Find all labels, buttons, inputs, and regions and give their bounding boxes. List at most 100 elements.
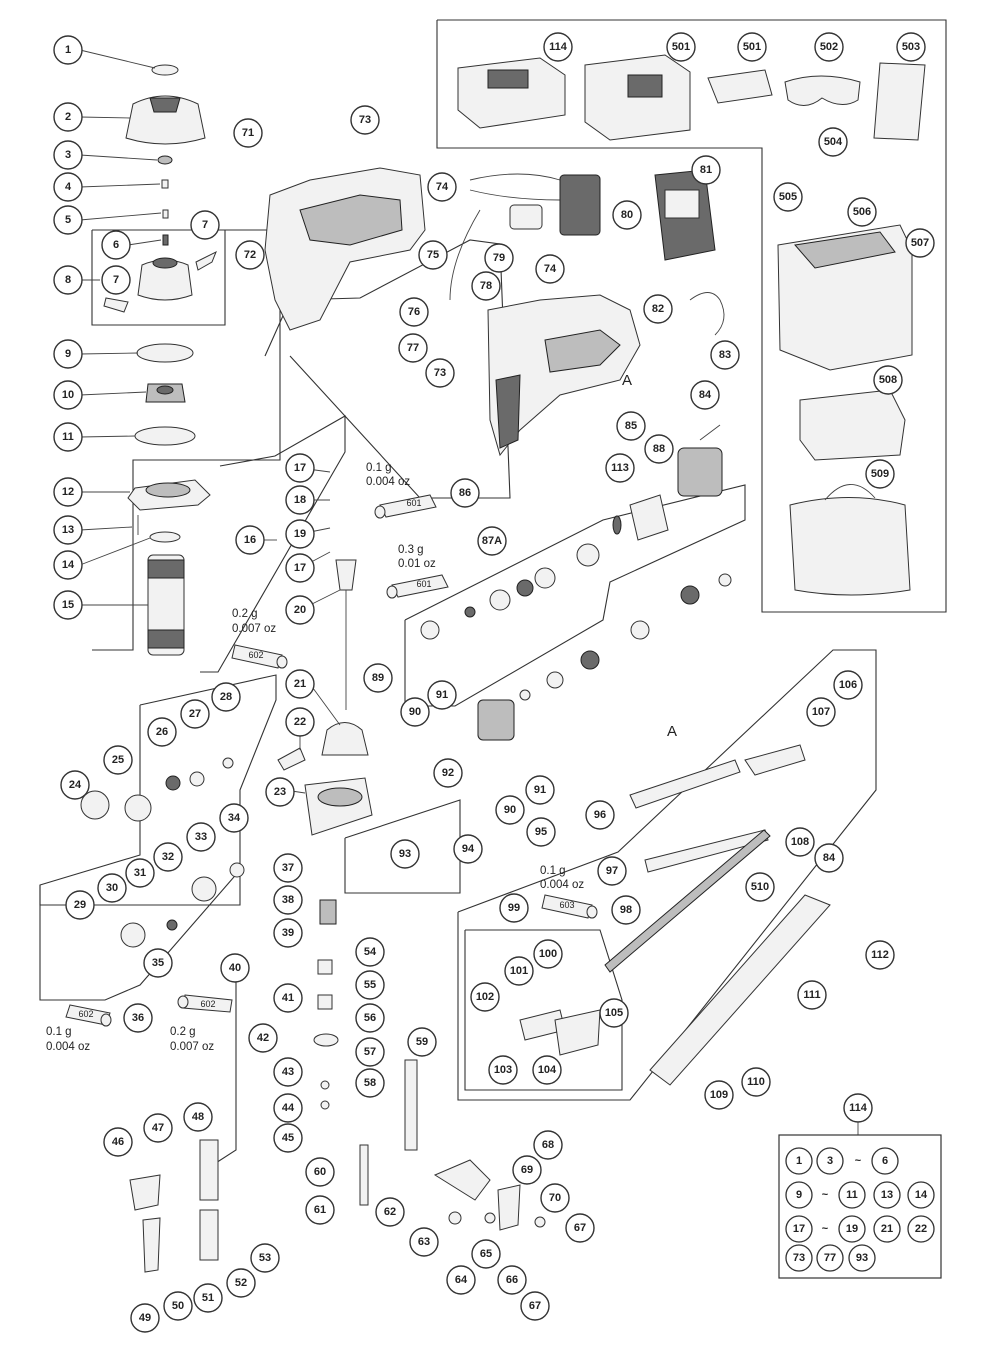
callout-label: 504 xyxy=(824,136,843,148)
grease-tubes: 601 601 602 602 602 603 xyxy=(65,494,598,1027)
callout-label: 27 xyxy=(189,708,201,720)
callout-bubble xyxy=(285,519,315,549)
callout-label: 9 xyxy=(65,348,71,360)
callout-51: 51 xyxy=(193,1283,223,1313)
callout-label: 507 xyxy=(911,237,929,249)
grease-tube-label: 603 xyxy=(559,900,574,910)
callout-91: 91 xyxy=(427,680,457,710)
set-item-bubble xyxy=(838,1215,866,1243)
callout-89: 89 xyxy=(363,663,393,693)
callout-bubble xyxy=(398,333,428,363)
callout-11: 11 xyxy=(53,422,83,452)
set-item-label: 13 xyxy=(881,1189,893,1201)
callout-84: 84 xyxy=(690,380,720,410)
grease-tube-602a: 602 xyxy=(231,644,288,669)
callout-label: 54 xyxy=(364,946,377,958)
callout-bubble xyxy=(470,982,500,1012)
callout-501: 501 xyxy=(737,32,767,62)
frame-gear-group xyxy=(39,674,277,906)
callout-bubble xyxy=(97,873,127,903)
callout-label: 4 xyxy=(65,181,72,193)
grease-note-5-oz: 0.007 oz xyxy=(170,1041,214,1053)
set-item-bubble xyxy=(873,1181,901,1209)
callout-26: 26 xyxy=(147,717,177,747)
callout-29: 29 xyxy=(65,890,95,920)
callout-bubble xyxy=(273,1093,303,1123)
contact-arm-part xyxy=(129,1139,219,1273)
callout-bubble xyxy=(504,956,534,986)
callout-bubble xyxy=(450,478,480,508)
callout-42: 42 xyxy=(248,1023,278,1053)
callout-label: 12 xyxy=(62,486,74,498)
grease-note-5-g: 0.2 g xyxy=(170,1026,196,1038)
callout-bubble xyxy=(355,970,385,1000)
callout-108: 108 xyxy=(785,827,815,857)
grease-tube-603: 603 xyxy=(541,894,598,919)
callout-24: 24 xyxy=(60,770,90,800)
callout-73: 73 xyxy=(425,358,455,388)
callout-81: 81 xyxy=(691,155,721,185)
range-tilde: ~ xyxy=(822,1189,829,1201)
callout-bubble xyxy=(409,1227,439,1257)
callout-label: 61 xyxy=(314,1204,326,1216)
callout-41: 41 xyxy=(273,983,303,1013)
callout-bubble xyxy=(737,32,767,62)
callout-bubble xyxy=(65,890,95,920)
callout-bubble xyxy=(53,422,83,452)
callout-bubble xyxy=(896,32,926,62)
callout-label: 16 xyxy=(244,534,256,546)
set-item-bubble xyxy=(785,1244,813,1272)
callout-label: 84 xyxy=(823,852,836,864)
callout-bubble xyxy=(525,775,555,805)
callout-bubble xyxy=(785,827,815,857)
callout-101: 101 xyxy=(504,956,534,986)
callout-61: 61 xyxy=(305,1195,335,1225)
callout-label: 43 xyxy=(282,1066,294,1078)
callout-36: 36 xyxy=(123,1003,153,1033)
callout-label: 48 xyxy=(192,1111,204,1123)
callout-90: 90 xyxy=(400,697,430,727)
callout-label: 104 xyxy=(538,1064,557,1076)
grease-tube-label: 602 xyxy=(78,1009,93,1019)
callout-bubble xyxy=(865,459,895,489)
callout-bubble xyxy=(585,800,615,830)
callout-7: 7 xyxy=(101,265,131,295)
callout-510: 510 xyxy=(745,872,775,902)
grease-tube-label: 601 xyxy=(406,498,421,508)
callout-bubble xyxy=(147,717,177,747)
callout-label: 111 xyxy=(803,989,820,1001)
callout-label: 77 xyxy=(407,342,419,354)
grease-note-6-g: 0.1 g xyxy=(540,865,566,877)
callout-bubble xyxy=(565,1213,595,1243)
callout-label: 78 xyxy=(480,280,492,292)
callout-bubble xyxy=(103,1127,133,1157)
grease-note-1-oz: 0.004 oz xyxy=(366,476,410,488)
callout-label: 51 xyxy=(202,1292,214,1304)
callout-label: 74 xyxy=(436,181,449,193)
callout-bubble xyxy=(833,670,863,700)
callout-label: 114 xyxy=(549,41,568,53)
callout-bubble xyxy=(477,526,507,556)
set-item-bubble xyxy=(871,1147,899,1175)
callout-55: 55 xyxy=(355,970,385,1000)
callout-67: 67 xyxy=(520,1291,550,1321)
callout-27: 27 xyxy=(180,699,210,729)
grease-tube-601a: 601 xyxy=(374,494,437,519)
callout-label: 90 xyxy=(504,804,516,816)
callout-bubble xyxy=(375,1197,405,1227)
callout-501: 501 xyxy=(666,32,696,62)
callout-bubble xyxy=(643,294,673,324)
callout-bubble xyxy=(865,940,895,970)
callout-label: 22 xyxy=(294,716,306,728)
callout-bubble xyxy=(53,590,83,620)
callout-bubble xyxy=(285,485,315,515)
callout-bubble xyxy=(285,453,315,483)
callout-507: 507 xyxy=(905,228,935,258)
callout-label: 25 xyxy=(112,754,124,766)
callout-bubble xyxy=(53,35,83,65)
callout-bubble xyxy=(814,32,844,62)
callout-label: 3 xyxy=(65,149,71,161)
